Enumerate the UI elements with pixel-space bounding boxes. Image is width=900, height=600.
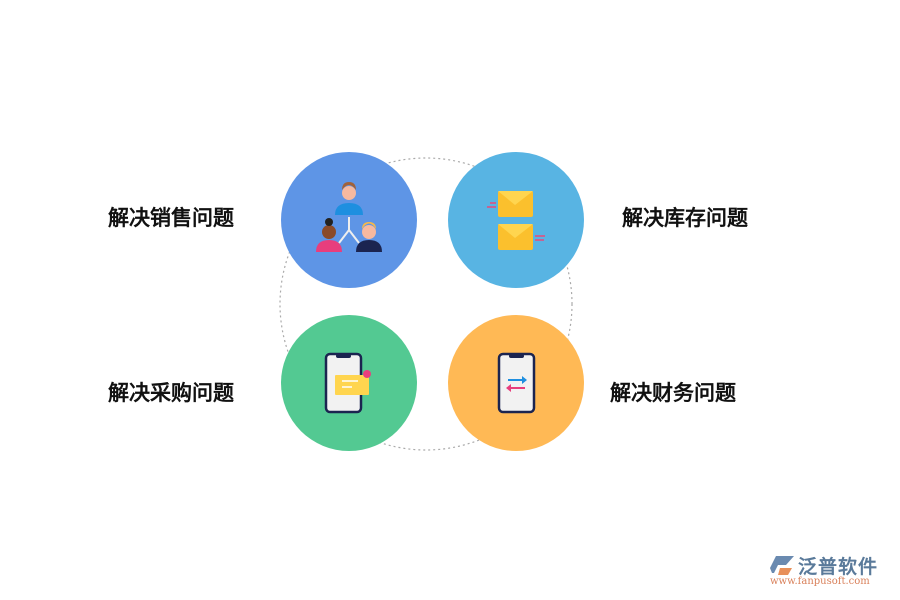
logo-name: 泛普软件 xyxy=(798,556,879,578)
envelopes-icon xyxy=(487,191,545,250)
label-purchase: 解决采购问题 xyxy=(108,381,234,405)
phone-transfer-icon xyxy=(497,352,536,414)
label-finance: 解决财务问题 xyxy=(610,381,736,405)
inventory-circle xyxy=(448,152,584,288)
people-hierarchy-icon xyxy=(316,182,382,252)
phone-message-icon xyxy=(324,352,371,414)
label-inventory: 解决库存问题 xyxy=(622,206,748,230)
label-sales: 解决销售问题 xyxy=(108,206,234,230)
logo-url: www.fanpusoft.com xyxy=(770,576,870,587)
logo: 泛普软件 www.fanpusoft.com xyxy=(770,552,895,592)
logo-icon xyxy=(770,556,794,575)
